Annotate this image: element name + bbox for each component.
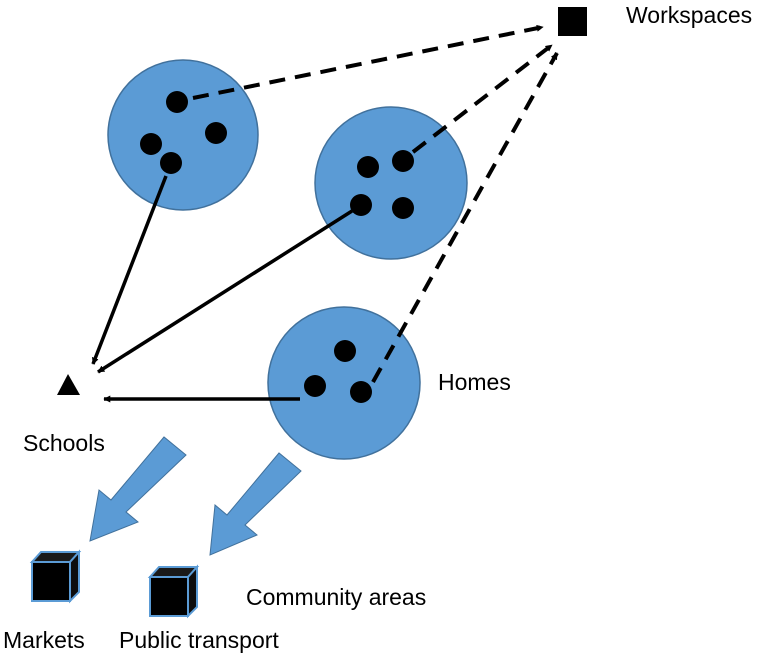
workspaces-label: Workspaces	[626, 2, 753, 28]
home-2-people	[350, 150, 414, 219]
public-transport-cube-icon	[147, 564, 200, 619]
school-triangle-icon	[57, 374, 80, 395]
solid-arrow-home1-to-school	[91, 175, 168, 365]
person-dot	[350, 194, 372, 216]
dashed-arrow-home3-to-workspace	[371, 52, 559, 383]
market-cube-icon	[29, 549, 82, 604]
community-areas-label: Community areas	[246, 584, 427, 610]
home-circle-3	[267, 306, 421, 460]
person-dot	[350, 381, 372, 403]
markets-label: Markets	[3, 627, 85, 653]
dashed-arrow-home2-to-workspace	[411, 43, 554, 154]
home-1-people	[140, 91, 227, 174]
block-arrow-to-markets	[89, 436, 187, 542]
person-dot	[357, 156, 379, 178]
home-circle-2	[314, 106, 468, 260]
dashed-connections	[192, 24, 559, 383]
solid-connections	[91, 175, 353, 403]
person-dot	[140, 133, 162, 155]
home-3-people	[304, 340, 372, 403]
person-dot	[334, 340, 356, 362]
person-dot	[392, 150, 414, 172]
public-transport-label: Public transport	[119, 627, 279, 653]
person-dot	[166, 91, 188, 113]
workspace-square-icon	[558, 7, 587, 36]
person-dot	[392, 197, 414, 219]
homes-label: Homes	[438, 369, 511, 395]
person-dot	[205, 122, 227, 144]
solid-arrow-home2-to-school	[97, 209, 353, 374]
person-dot	[304, 375, 326, 397]
person-dot	[160, 152, 182, 174]
home-circle-1	[107, 59, 259, 211]
block-arrow-to-public-transport	[209, 452, 302, 556]
schools-label: Schools	[23, 430, 105, 456]
dashed-arrow-home1-to-workspace	[192, 24, 544, 100]
